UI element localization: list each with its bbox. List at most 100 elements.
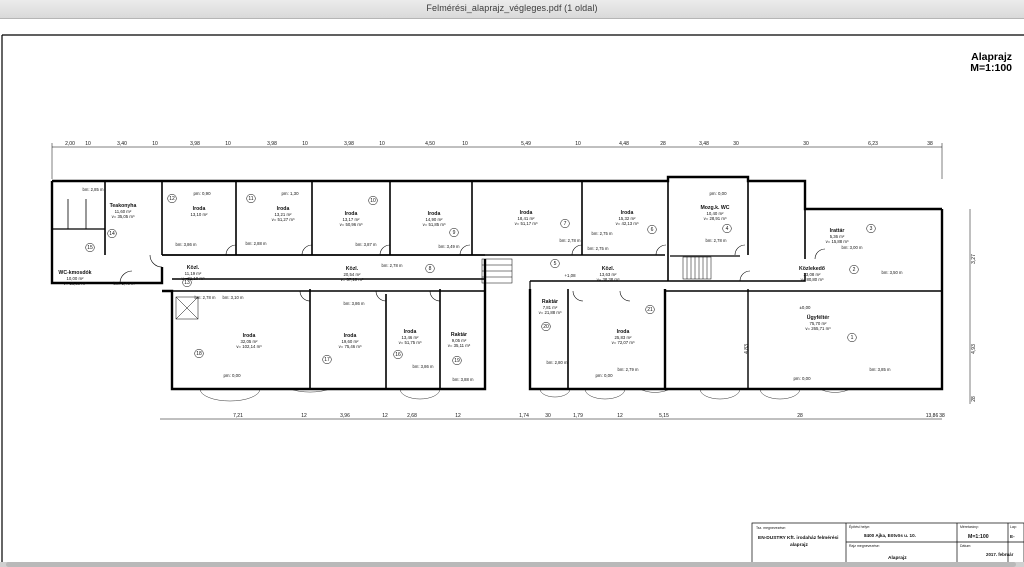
room-volume: v= 38,38 m³ xyxy=(597,277,620,282)
room-number-circle xyxy=(85,242,95,253)
room-ceiling-height: bm: 3,50 m xyxy=(882,270,903,275)
room-name: Közl. xyxy=(602,266,615,272)
dim-bottom-label: 28 xyxy=(797,413,803,419)
scrollbar-thumb[interactable] xyxy=(6,562,1016,567)
dim-bottom-label: 12 xyxy=(382,413,388,419)
room-name: Ügyféltér xyxy=(807,314,830,321)
dim-top-label: 28 xyxy=(660,141,666,147)
level-marker: pm: 0,00 xyxy=(793,376,811,381)
room-volume: v= 35,05 m³ xyxy=(112,214,135,219)
room-name: Iroda xyxy=(345,211,358,217)
room-ceiling-height: bm: 3,10 m xyxy=(223,295,244,300)
dim-left-label: 4,83 xyxy=(744,344,750,354)
room-number: 14 xyxy=(109,231,115,237)
room-area: 15,32 m² xyxy=(619,216,637,221)
room-number-circle xyxy=(246,193,256,204)
tb-project-head: Tsz. megnevezése: xyxy=(756,526,786,530)
room-area: 7,81 m² xyxy=(543,305,558,310)
room-number-circle xyxy=(182,277,192,288)
level-marker: +1,08 xyxy=(564,273,576,278)
room-number-circle xyxy=(722,223,732,234)
room-volume: v= 75,46 m³ xyxy=(339,344,362,349)
room-ceiling-height: bm: 2,75 m xyxy=(588,246,609,251)
room-number-circle xyxy=(194,348,204,359)
room-volume: v= 15,88 m³ xyxy=(826,239,849,244)
room-volume: v= 51,75 m³ xyxy=(399,340,422,345)
room-name: Irattár xyxy=(830,228,845,234)
tb-project-line2: alaprajz xyxy=(790,542,808,548)
room-area: 13,21 m² xyxy=(275,212,293,217)
room-volume: v= 50,96 m³ xyxy=(340,222,363,227)
room-area: 9,05 m² xyxy=(452,338,467,343)
dim-top-label: 4,50 xyxy=(425,141,435,147)
dim-top-label: 4,48 xyxy=(619,141,629,147)
room-ceiling-height: bm: 2,75 m xyxy=(592,231,613,236)
dim-bottom-label: 38 xyxy=(939,413,945,419)
room-area: 5,36 m² xyxy=(830,234,845,239)
room-volume: v= 102,14 m³ xyxy=(236,344,262,349)
room-number-circle xyxy=(368,195,378,206)
room-name: Iroda xyxy=(193,206,206,212)
room-number-circle xyxy=(167,193,177,204)
room-name: Közl. xyxy=(346,266,359,272)
room-area: 13,46 m² xyxy=(402,335,420,340)
room-ceiling-height: bm: 2,80 m xyxy=(547,360,568,365)
dim-bottom-label: 1,79 xyxy=(573,413,583,419)
drawing-title: Alaprajz xyxy=(971,51,1012,63)
window-titlebar: Felmérési_alaprajz_végleges.pdf (1 oldal… xyxy=(0,0,1024,19)
dim-right-label: 28 xyxy=(971,396,977,402)
room-area: 13,63 m² xyxy=(600,272,618,277)
room-volume: v= 31,10 m³ xyxy=(182,276,205,281)
dim-bottom-label: 12 xyxy=(617,413,623,419)
room-area: 13,17 m² xyxy=(343,217,361,222)
page-border xyxy=(1,34,1024,567)
room-name: Iroda xyxy=(404,329,417,335)
dim-top-label: 3,98 xyxy=(267,141,277,147)
tb-sheet-value: E- xyxy=(1010,534,1015,539)
room-ceiling-height: bm: 3,49 m xyxy=(439,244,460,249)
room-number: 1 xyxy=(851,335,854,341)
room-name: Közlekedő xyxy=(799,266,825,272)
horizontal-scrollbar[interactable] xyxy=(0,562,1024,567)
tb-date-head: Dátum: xyxy=(960,544,971,548)
room-number: 17 xyxy=(324,357,330,363)
room-number-circle xyxy=(449,227,459,238)
room-number: 6 xyxy=(651,227,654,233)
room-number: 20 xyxy=(543,324,549,330)
room-ceiling-height: bm: 2,88 m xyxy=(246,241,267,246)
dim-top-label: 10 xyxy=(152,141,158,147)
dim-top-label: 3,48 xyxy=(699,141,709,147)
dim-top-label: 30 xyxy=(803,141,809,147)
room-number: 5 xyxy=(554,261,557,267)
room-volume: v= 42,13 m³ xyxy=(616,221,639,226)
room-name: Raktár xyxy=(542,299,558,305)
room-name: Mozg.k. WC xyxy=(700,205,729,211)
room-name: Iroda xyxy=(520,210,533,216)
room-name: Iroda xyxy=(277,206,290,212)
room-ceiling-height: bm: 2,78 m xyxy=(195,295,216,300)
tb-project-line1: EN-DUSTRY Kft. irodaház felmérési xyxy=(758,535,839,541)
room-number: 4 xyxy=(726,226,729,232)
level-marker: pm: 0,00 xyxy=(709,191,727,196)
dim-top-label: 10 xyxy=(302,141,308,147)
tb-sheet-head: Lap: xyxy=(1010,525,1017,529)
room-volume: v= 51,27 m³ xyxy=(272,217,295,222)
dim-top-label: 10 xyxy=(225,141,231,147)
room-volume: v= 51,85 m³ xyxy=(423,222,446,227)
drawing-heading: Alaprajz M=1:100 xyxy=(970,52,1012,74)
tb-date-value: 2017. február xyxy=(986,552,1014,557)
room-ceiling-height: bm: 3,86 m xyxy=(344,301,365,306)
room-area: 10,00 m² xyxy=(67,276,85,281)
room-area: 25,83 m² xyxy=(615,335,633,340)
room-area: 32,05 m² xyxy=(241,339,259,344)
tb-drawing-value: Alaprajz xyxy=(888,555,907,561)
room-ceiling-height: bm: 3,87 m xyxy=(356,242,377,247)
level-marker: pm: 0,00 xyxy=(223,373,241,378)
dim-top-label: 10 xyxy=(575,141,581,147)
room-number-circle xyxy=(560,218,570,229)
room-volume: v= 72,07 m³ xyxy=(612,340,635,345)
dimension-lines xyxy=(51,143,971,420)
